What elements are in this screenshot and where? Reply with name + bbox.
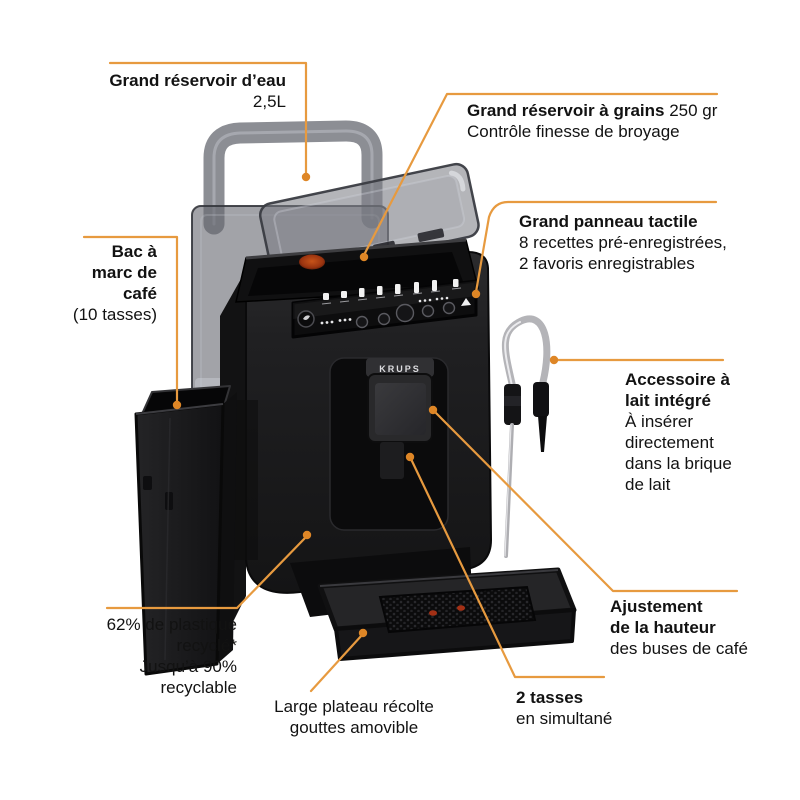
krups-logo: KRUPS [379,364,421,374]
callout-two-cups-desc: en simultané [516,709,613,728]
tray-led [457,605,465,611]
callout-touch-panel: Grand panneau tactile 8 recettes pré-enr… [519,211,727,274]
callout-milk-accessory-title: Accessoire à lait intégré [625,370,730,410]
callout-bean-hopper: Grand réservoir à grains 250 gr Contrôle… [467,100,717,142]
callout-dot-two-cups [405,452,415,462]
callout-line-spout-height [433,410,739,593]
callout-line-bean-hopper [362,92,719,257]
callout-two-cups-title: 2 tasses [516,688,584,707]
callout-recycled-plastic-line1: 62% de plastique recyclé* [106,615,237,655]
callout-spout-height-desc: des buses de café [610,639,748,658]
callout-two-cups: 2 tasses en simultané [516,687,612,729]
callout-water-tank-value: 2,5L [252,92,286,111]
callout-spout-height-title1: Ajustement [610,597,703,616]
callout-drip-tray-title: Large plateau récolte gouttes amovible [274,697,434,737]
callout-touch-panel-title: Grand panneau tactile [519,212,698,231]
callout-milk-accessory: Accessoire à lait intégré À insérer dire… [625,369,737,495]
callout-line-water-tank [108,61,308,177]
callout-dot-drip-tray [358,628,368,638]
callout-line-recycled-plastic [105,535,308,610]
callout-dot-bean-hopper [359,252,369,262]
callout-grounds-bin-value: (10 tasses) [72,305,157,324]
callout-line-grounds-bin [82,235,179,405]
callout-recycled-plastic-line2: Jusqu’à 90% recyclable [139,657,237,697]
callout-line-two-cups [409,457,606,679]
callout-grounds-bin-title: Bac à marc de café [91,242,157,303]
callout-bean-hopper-value: 250 gr [669,101,718,120]
callout-drip-tray: Large plateau récolte gouttes amovible [246,696,462,738]
callout-milk-accessory-desc: À insérer directement dans la brique de … [625,412,732,494]
grounds-bin-graphic [134,385,237,676]
drip-tray-graphic [317,567,577,661]
callout-dot-milk-accessory [549,355,559,365]
milk-accessory-graphic [501,315,551,558]
control-panel-graphic [291,279,478,339]
callout-line-drip-tray [309,633,364,693]
callout-grounds-bin: Bac à marc de café (10 tasses) [67,241,157,325]
callout-bean-hopper-title: Grand réservoir à grains [467,101,665,120]
callout-dot-water-tank [301,172,311,182]
callout-bean-hopper-line2: Contrôle finesse de broyage [467,122,680,141]
callout-dot-grounds-bin [172,400,182,410]
grinder-accent [299,254,325,270]
callout-touch-panel-line2: 8 recettes pré-enregistrées, [519,233,727,252]
callout-dot-recycled-plastic [302,530,312,540]
coffee-spout-graphic: KRUPS [329,357,449,531]
callout-water-tank: Grand réservoir d’eau 2,5L [90,70,286,112]
hopper-lid-graphic [258,162,480,278]
tray-led [429,610,437,616]
callout-dot-touch-panel [471,289,481,299]
callout-recycled-plastic: 62% de plastique recyclé* Jusqu’à 90% re… [65,614,237,698]
callout-touch-panel-line3: 2 favoris enregistrables [519,254,695,273]
callout-spout-height-title2: de la hauteur [610,618,716,637]
callout-dot-spout-height [428,405,438,415]
callout-water-tank-title: Grand réservoir d’eau [109,71,286,90]
callout-spout-height: Ajustement de la hauteur des buses de ca… [610,596,748,659]
callout-line-touch-panel [474,200,718,294]
